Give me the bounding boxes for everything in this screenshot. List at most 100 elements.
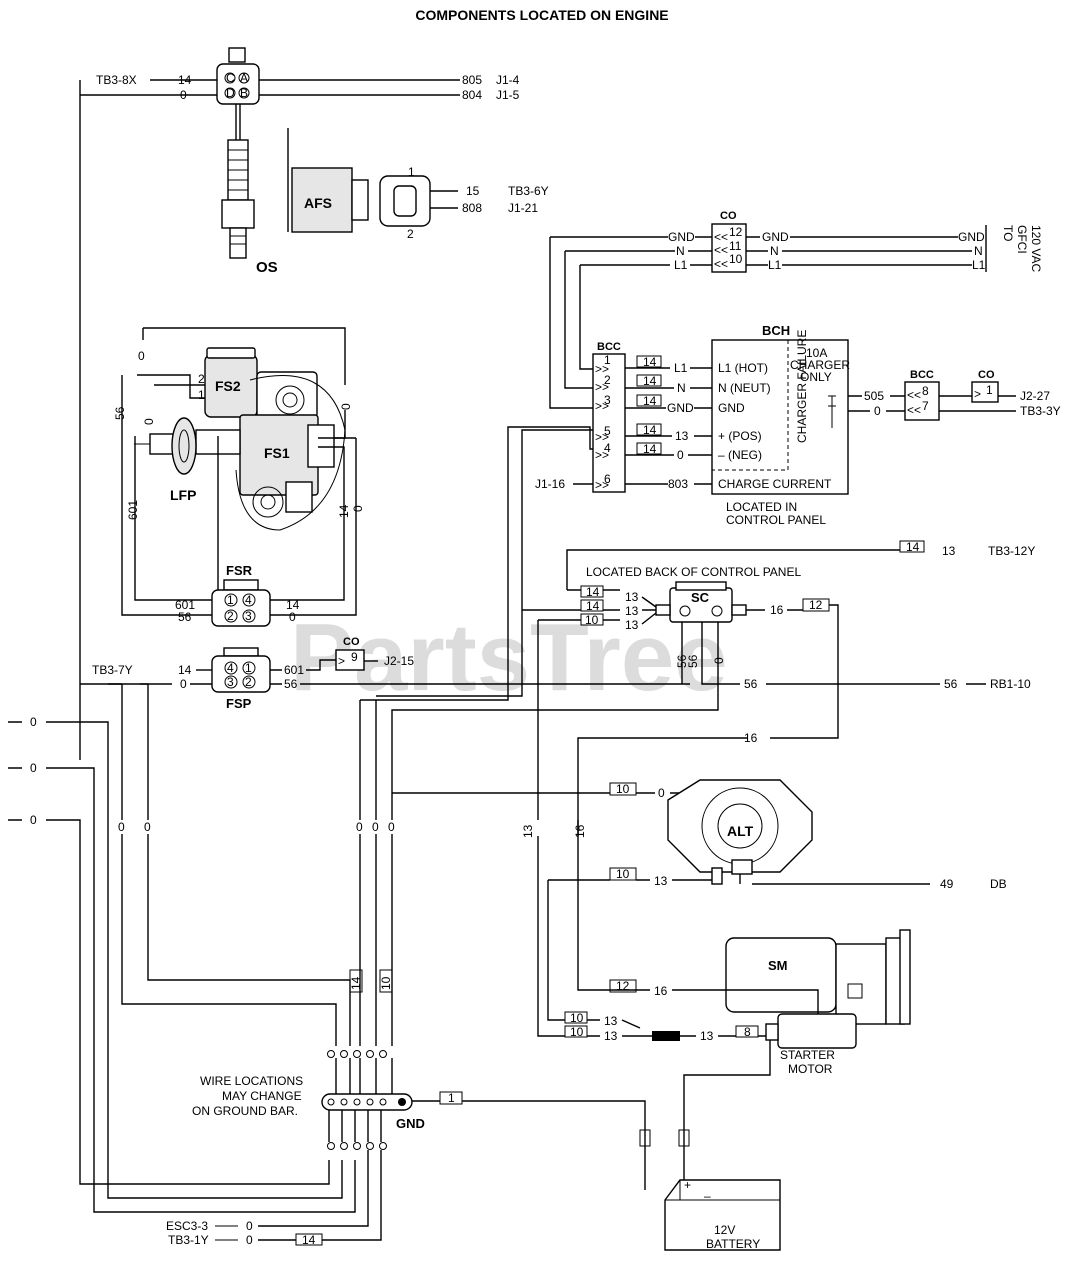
svg-text:J1-4: J1-4 [496, 73, 520, 87]
svg-text:14: 14 [337, 504, 351, 518]
svg-text:–: – [704, 1189, 711, 1203]
svg-text:TO: TO [1001, 225, 1015, 241]
svg-text:J1-21: J1-21 [508, 201, 538, 215]
svg-text:N: N [677, 381, 686, 395]
svg-text:0: 0 [142, 418, 156, 425]
svg-text:L1: L1 [674, 361, 688, 375]
svg-text:A: A [240, 71, 248, 85]
svg-text:GND: GND [762, 230, 789, 244]
svg-text:13: 13 [942, 544, 956, 558]
svg-text:FSP: FSP [226, 696, 252, 711]
svg-text:0: 0 [356, 820, 363, 834]
svg-text:601: 601 [175, 598, 195, 612]
svg-text:<<: << [714, 230, 728, 244]
svg-text:ON GROUND BAR.: ON GROUND BAR. [192, 1104, 298, 1118]
svg-text:808: 808 [462, 201, 482, 215]
svg-text:13: 13 [675, 429, 689, 443]
svg-text:BCC: BCC [597, 341, 621, 353]
svg-text:ESC3-3: ESC3-3 [166, 1219, 208, 1233]
svg-text:BATTERY: BATTERY [706, 1237, 760, 1251]
afs-label: AFS [304, 195, 332, 211]
svg-text:6: 6 [604, 472, 611, 486]
svg-text:14: 14 [643, 423, 657, 437]
svg-text:14: 14 [643, 374, 657, 388]
svg-text:SC: SC [691, 590, 710, 605]
svg-text:0: 0 [658, 786, 665, 800]
svg-text:N: N [770, 244, 779, 258]
svg-text:J1-16: J1-16 [535, 477, 565, 491]
svg-text:BCH: BCH [762, 323, 790, 338]
svg-text:STARTER: STARTER [780, 1048, 835, 1062]
svg-text:0: 0 [180, 677, 187, 691]
svg-text:13: 13 [700, 1029, 714, 1043]
svg-text:GND: GND [958, 230, 985, 244]
svg-text:10: 10 [379, 976, 393, 990]
svg-text:DB: DB [990, 877, 1007, 891]
svg-text:8: 8 [922, 384, 929, 398]
svg-text:FSR: FSR [226, 563, 253, 578]
svg-text:805: 805 [462, 73, 482, 87]
svg-text:CO: CO [343, 636, 360, 648]
svg-text:+: + [684, 1178, 691, 1192]
svg-text:– (NEG): – (NEG) [718, 448, 762, 462]
svg-text:2: 2 [407, 227, 414, 241]
alternator: ALT [667, 779, 813, 885]
svg-text:12: 12 [729, 225, 743, 239]
gfci-dest: TO GFCI 120 VAC [1001, 225, 1043, 272]
diagram-title: COMPONENTS LOCATED ON ENGINE [415, 7, 668, 23]
svg-text:WIRE LOCATIONS: WIRE LOCATIONS [200, 1074, 303, 1088]
svg-text:13: 13 [625, 590, 639, 604]
svg-text:TB3-7Y: TB3-7Y [92, 663, 133, 677]
svg-text:13: 13 [654, 874, 668, 888]
fsr-connector: FSR 1 2 4 3 [211, 563, 271, 627]
svg-text:7: 7 [922, 399, 929, 413]
svg-text:13: 13 [625, 604, 639, 618]
bcc-connector-right: BCC 8 7 << << CO 1 > [904, 369, 999, 421]
os-label: OS [256, 259, 278, 276]
svg-text:J1-5: J1-5 [496, 88, 520, 102]
svg-text:LOCATED IN: LOCATED IN [726, 500, 797, 514]
svg-text:RB1-10: RB1-10 [990, 677, 1031, 691]
svg-text:505: 505 [864, 389, 884, 403]
svg-text:>>: >> [595, 362, 609, 376]
svg-text:14: 14 [178, 73, 192, 87]
svg-text:1: 1 [604, 353, 611, 367]
svg-text:15: 15 [466, 184, 480, 198]
svg-text:10: 10 [570, 1011, 584, 1025]
oxygen-sensor: C A D B OS [216, 47, 278, 276]
svg-text:CHARGER: CHARGER [790, 358, 850, 372]
sc-starter-contactor: SC [655, 581, 747, 623]
svg-text:1: 1 [986, 383, 993, 397]
svg-text:L1: L1 [674, 258, 688, 272]
svg-text:0: 0 [180, 88, 187, 102]
svg-text:14: 14 [643, 355, 657, 369]
svg-text:<<: << [714, 257, 728, 271]
svg-text:0: 0 [30, 715, 37, 729]
svg-text:0: 0 [351, 505, 365, 512]
svg-text:>>: >> [595, 430, 609, 444]
svg-text:14: 14 [178, 663, 192, 677]
svg-text:14: 14 [349, 976, 363, 990]
svg-text:L1 (HOT): L1 (HOT) [718, 361, 768, 375]
svg-text:CHARGE CURRENT: CHARGE CURRENT [718, 477, 832, 491]
fuel-solenoids: FS2 2 1 FS1 LFP [121, 327, 346, 616]
svg-text:TB3-3Y: TB3-3Y [1020, 404, 1061, 418]
svg-text:0: 0 [30, 761, 37, 775]
svg-text:10: 10 [570, 1025, 584, 1039]
svg-text:0: 0 [246, 1219, 253, 1233]
svg-text:13: 13 [604, 1014, 618, 1028]
svg-text:3: 3 [245, 609, 252, 623]
svg-text:CHARGER FAILURE: CHARGER FAILURE [795, 330, 809, 443]
svg-text:0: 0 [677, 448, 684, 462]
svg-text:14: 14 [286, 598, 300, 612]
bch-battery-charger: BCH L1 (HOT) N (NEUT) GND + (POS) – (NEG… [711, 323, 850, 495]
svg-text:10: 10 [585, 613, 599, 627]
svg-text:13: 13 [604, 1029, 618, 1043]
svg-text:10: 10 [616, 867, 630, 881]
bcc-connector: BCC 1 2 3 5 4 6 >> >> >> >> >> >> [592, 341, 626, 493]
svg-text:1: 1 [245, 661, 252, 675]
svg-text:>>: >> [595, 380, 609, 394]
svg-text:L1: L1 [972, 258, 986, 272]
svg-text:2: 2 [227, 609, 234, 623]
